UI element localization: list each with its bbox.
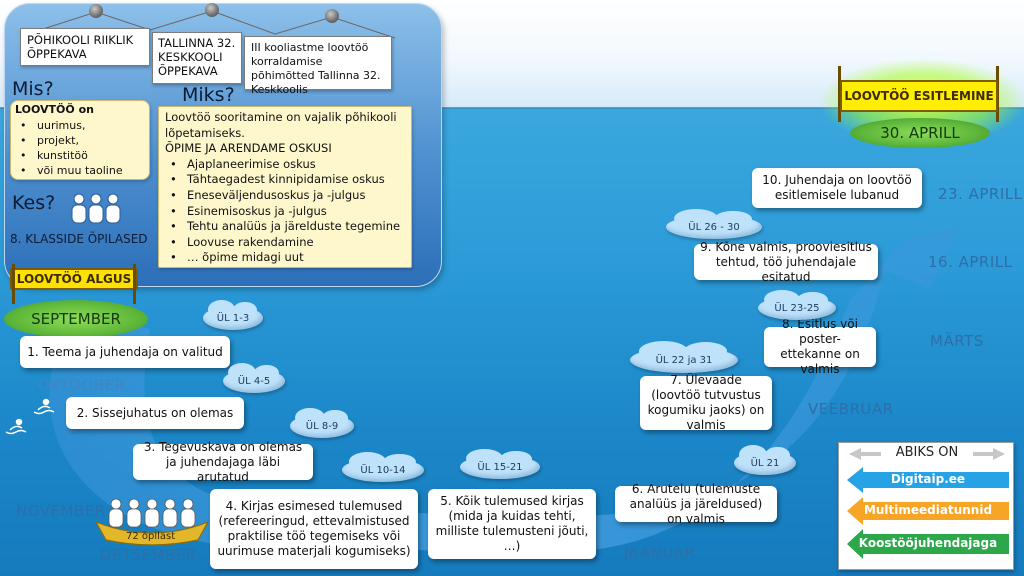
abiks-item-1-text: Digitaip.ee — [890, 472, 966, 486]
step-4: 4. Kirjas esimesed tulemused (refereerin… — [210, 489, 418, 569]
pin-strings — [39, 10, 396, 39]
arrow-green-icon — [847, 529, 1009, 559]
cloud-7: ÜL 22 ja 31 — [630, 340, 738, 373]
miks-list-item: Tehtu analüüs ja järelduste tegemine — [165, 219, 405, 235]
cloud-8-text: ÜL 23-25 — [774, 302, 820, 314]
finish-date: 30. APRILL — [880, 124, 960, 142]
step-5: 5. Kõik tulemused kirjas (mida ja kuidas… — [428, 489, 596, 559]
cloud-4: ÜL 10-14 — [342, 452, 424, 482]
cloud-3-text: ÜL 8-9 — [305, 420, 339, 432]
start-island: SEPTEMBER — [4, 300, 148, 338]
mis-list-item: või muu taoline — [15, 163, 145, 178]
cloud-1: ÜL 1-3 — [203, 300, 263, 330]
abiks-item-2: Multimeediatunnid — [847, 497, 1009, 525]
kes-label: 8. KLASSIDE ÕPILASED — [10, 232, 148, 246]
cloud-7-text: ÜL 22 ja 31 — [655, 354, 713, 366]
kes-heading: Kes? — [12, 192, 56, 214]
step-9: 9. Kõne valmis, prooviesitlus tehtud, tö… — [694, 240, 878, 284]
miks-list-item: Ajaplaneerimise oskus — [165, 157, 405, 173]
card-pohimotted-text: III kooliastme loovtöö korraldamise põhi… — [251, 41, 381, 96]
boat-label: 72 õpilast — [126, 531, 176, 542]
boat-icon — [94, 498, 210, 546]
cloud-3: ÜL 8-9 — [290, 408, 354, 438]
cloud-2: ÜL 4-5 — [223, 363, 285, 393]
month-detsember: DETSEMBER — [100, 546, 197, 564]
abiks-item-2-text: Multimeediatunnid — [863, 503, 993, 517]
cloud-8: ÜL 23-25 — [758, 290, 836, 320]
miks-list-item: Loovuse rakendamine — [165, 235, 405, 251]
arrow-blue-icon — [847, 467, 1009, 493]
card-pohimotted: III kooliastme loovtöö korraldamise põhi… — [244, 36, 392, 96]
cloud-6: ÜL 21 — [734, 445, 796, 475]
finish-sign: LOOVTÖÖ ESITLEMINE — [840, 80, 998, 112]
mis-heading: Mis? — [12, 78, 54, 100]
pin-icon — [89, 4, 103, 18]
miks-box: Loovtöö sooritamine on vajalik põhikooli… — [158, 106, 412, 268]
mis-lead: LOOVTÖÖ on — [15, 103, 94, 116]
water-surface — [0, 107, 1024, 109]
abiks-item-3-text: Koostööjuhendajaga — [858, 536, 998, 550]
month-september: SEPTEMBER — [31, 310, 121, 328]
month-jaanuar: JAANUAR — [624, 544, 696, 562]
month-marts: MÄRTS — [930, 332, 984, 350]
miks-list-item: Eneseväljendusoskus ja -julgus — [165, 188, 405, 204]
start-sign-post-left — [12, 264, 15, 304]
mis-list-item: projekt, — [15, 133, 145, 148]
mis-list: uurimus,projekt,kunstitöövõi muu taoline — [15, 118, 145, 178]
start-sign-post-right — [133, 264, 136, 304]
cloud-9-text: ÜL 26 - 30 — [688, 221, 740, 233]
card-kooli-oppekava: TALLINNA 32. KESKKOOLI ÕPPEKAVA — [152, 32, 242, 84]
start-sign-text: LOOVTÖÖ ALGUS — [16, 272, 132, 286]
finish-post-left — [838, 66, 841, 122]
step-7: 7. Ülevaade (loovtöö tutvustus kogumiku … — [640, 373, 772, 432]
miks-list: Ajaplaneerimise oskusTähtaegadest kinnip… — [165, 157, 405, 266]
abiks-title: ABIKS ON — [895, 445, 959, 460]
miks-list-item: … õpime midagi uut — [165, 250, 405, 266]
miks-subhead: ÕPIME JA ARENDAME OSKUSI — [165, 141, 332, 156]
cloud-6-text: ÜL 21 — [750, 457, 780, 469]
mis-list-item: uurimus, — [15, 118, 145, 133]
miks-list-item: Tähtaegadest kinnipidamise oskus — [165, 172, 405, 188]
cloud-2-text: ÜL 4-5 — [237, 375, 271, 387]
cloud-4-text: ÜL 10-14 — [360, 464, 406, 476]
step-3: 3. Tegevuskava on olemas ja juhendajaga … — [133, 440, 313, 484]
step-1: 1. Teema ja juhendaja on valitud — [20, 336, 230, 368]
abiks-arrow-left-icon — [849, 448, 1005, 460]
mis-list-item: kunstitöö — [15, 148, 145, 163]
card-riiklik-oppekava: PÕHIKOOLI RIIKLIK ÕPPEKAVA — [20, 28, 150, 66]
step-2: 2. Sissejuhatus on olemas — [66, 397, 244, 429]
abiks-item-1: Digitaip.ee — [847, 467, 1009, 493]
step-10: 10. Juhendaja on loovtöö esitlemisele lu… — [752, 168, 922, 208]
students-icon — [71, 193, 121, 224]
abiks-item-3: Koostööjuhendajaga — [847, 529, 1009, 559]
month-veebruar: VEEBRUAR — [808, 400, 894, 418]
abiks-panel: ABIKS ON Digitaip.ee Multimeediatunnid K… — [838, 442, 1014, 570]
mis-box: LOOVTÖÖ on uurimus,projekt,kunstitöövõi … — [10, 100, 150, 180]
cloud-1-text: ÜL 1-3 — [216, 312, 250, 324]
arrow-orange-icon — [847, 497, 1009, 525]
cloud-5-text: ÜL 15-21 — [477, 461, 523, 473]
pin-icon — [325, 9, 339, 23]
card-riiklik-text: PÕHIKOOLI RIIKLIK ÕPPEKAVA — [27, 33, 134, 61]
swimmer-icons — [5, 398, 55, 435]
step-6: 6. Arutelu (tulemuste analüüs ja järeldu… — [615, 482, 777, 526]
miks-heading: Miks? — [182, 84, 235, 106]
start-sign: LOOVTÖÖ ALGUS — [10, 268, 138, 290]
month-april23: 23. APRILL — [938, 185, 1023, 203]
cloud-9: ÜL 26 - 30 — [666, 209, 762, 239]
month-oktoober: OKTOOBER — [38, 376, 126, 394]
miks-list-item: Esinemisoskus ja -julgus — [165, 204, 405, 220]
finish-sign-text: LOOVTÖÖ ESITLEMINE — [844, 89, 994, 103]
card-kooli-text: TALLINNA 32. KESKKOOLI ÕPPEKAVA — [158, 36, 236, 78]
cloud-5: ÜL 15-21 — [460, 449, 540, 479]
step-8: 8. Esitlus või poster-ettekanne on valmi… — [764, 317, 876, 376]
month-april16: 16. APRILL — [928, 253, 1013, 271]
finish-island: 30. APRILL — [850, 118, 990, 148]
miks-intro: Loovtöö sooritamine on vajalik põhikooli… — [165, 110, 397, 140]
month-november: NOVEMBER — [16, 502, 106, 520]
pin-icon — [205, 3, 219, 17]
